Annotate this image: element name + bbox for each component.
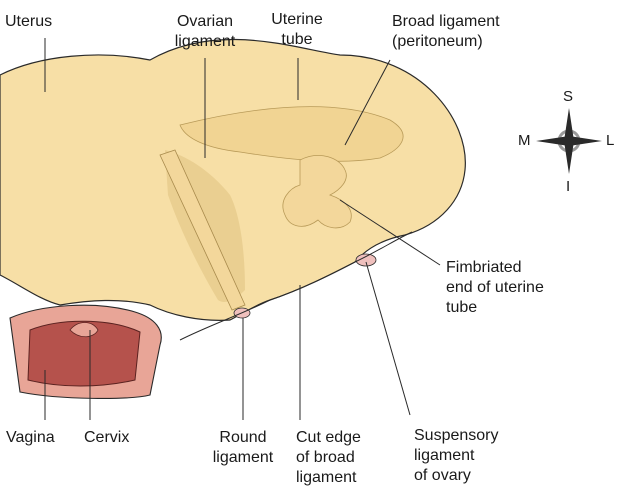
leader-suspensory <box>366 262 410 415</box>
label-round-ligament: Round ligament <box>198 428 288 468</box>
label-broad-ligament: Broad ligament (peritoneum) <box>392 12 500 52</box>
compass-inferior-label: I <box>566 178 570 195</box>
label-vagina: Vagina <box>6 428 55 448</box>
compass-rose <box>536 108 602 174</box>
label-uterus: Uterus <box>5 12 52 32</box>
label-ovarian-ligament: Ovarian ligament <box>170 12 240 52</box>
label-fimbriated-end: Fimbriated end of uterine tube <box>446 258 544 318</box>
label-suspensory-ligament: Suspensory ligament of ovary <box>414 426 499 486</box>
compass-superior-label: S <box>563 88 573 105</box>
label-cut-edge: Cut edge of broad ligament <box>296 428 361 488</box>
label-cervix: Cervix <box>84 428 129 448</box>
compass-lateral-label: L <box>606 132 614 149</box>
compass-medial-label: M <box>518 132 531 149</box>
label-uterine-tube: Uterine tube <box>262 10 332 50</box>
